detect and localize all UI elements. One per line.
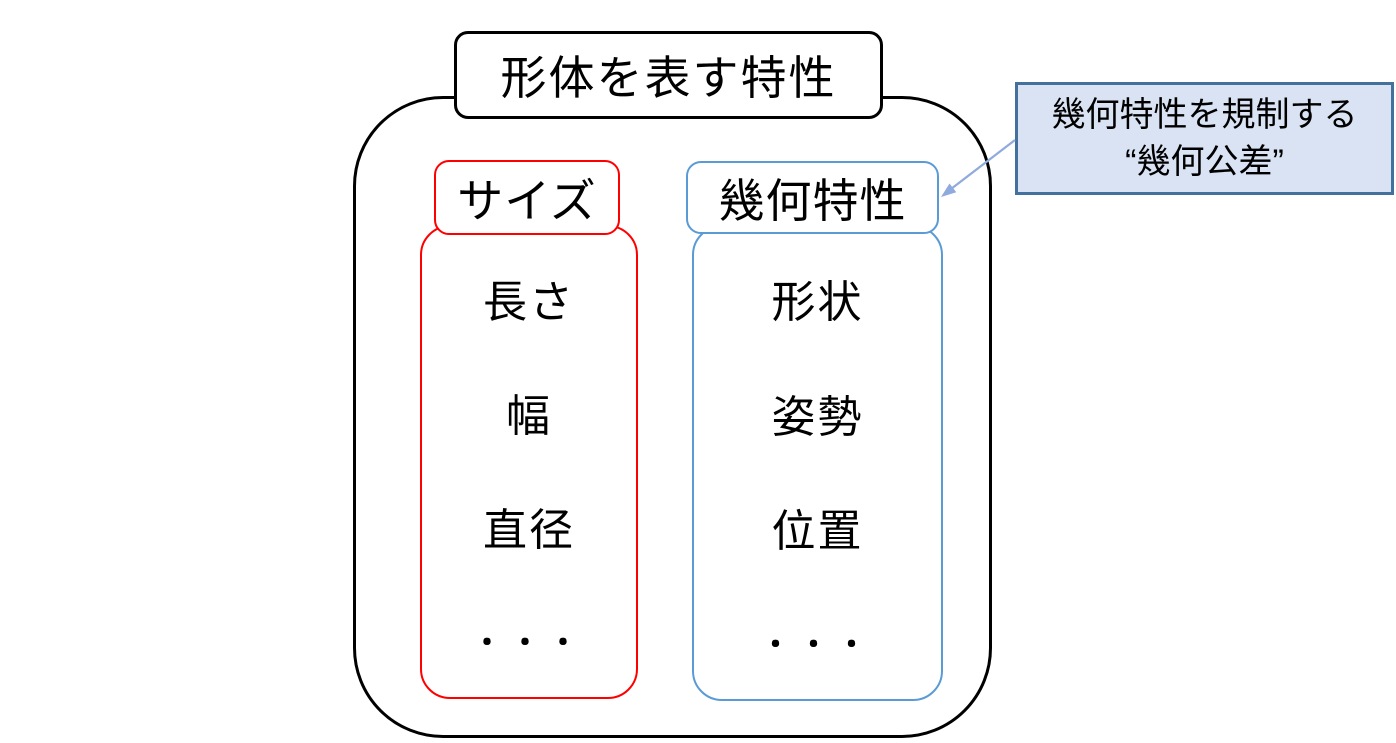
geometric-header-box: 幾何特性 (686, 161, 939, 234)
size-header-box: サイズ (434, 160, 620, 235)
list-item: ・・・ (422, 583, 636, 697)
callout-line-2: “幾何公差” (1125, 142, 1284, 181)
size-item-text: 幅 (506, 392, 552, 441)
size-header-text: サイズ (457, 174, 597, 227)
list-item: 位置 (694, 470, 941, 585)
geometric-ellipsis-text: ・・・ (760, 628, 875, 662)
callout-arrow (941, 139, 1016, 197)
geometric-item-text: 位置 (771, 507, 864, 557)
size-list-box: 長さ 幅 直径 ・・・ (420, 225, 638, 699)
geometric-header-text: 幾何特性 (718, 174, 907, 227)
size-item-text: 長さ (483, 278, 575, 327)
title-text: 形体を表す特性 (500, 52, 837, 104)
list-item: 長さ (422, 241, 636, 355)
geometric-tolerance-callout: 幾何特性を規制する “幾何公差” (1015, 82, 1394, 195)
list-item: 幅 (422, 355, 636, 469)
arrow-line (950, 139, 1016, 190)
arrow-head-icon (941, 183, 957, 197)
list-item: ・・・ (694, 585, 941, 700)
list-item: 形状 (694, 241, 941, 356)
geometric-item-text: 形状 (771, 278, 864, 328)
size-item-text: 直径 (483, 506, 575, 555)
callout-line-1: 幾何特性を規制する (1051, 95, 1358, 134)
list-item: 姿勢 (694, 356, 941, 471)
list-item: 直径 (422, 469, 636, 583)
title-box: 形体を表す特性 (454, 31, 883, 119)
size-ellipsis-text: ・・・ (472, 627, 586, 660)
geometric-item-text: 姿勢 (771, 392, 864, 442)
geometric-list-box: 形状 姿勢 位置 ・・・ (692, 225, 943, 701)
